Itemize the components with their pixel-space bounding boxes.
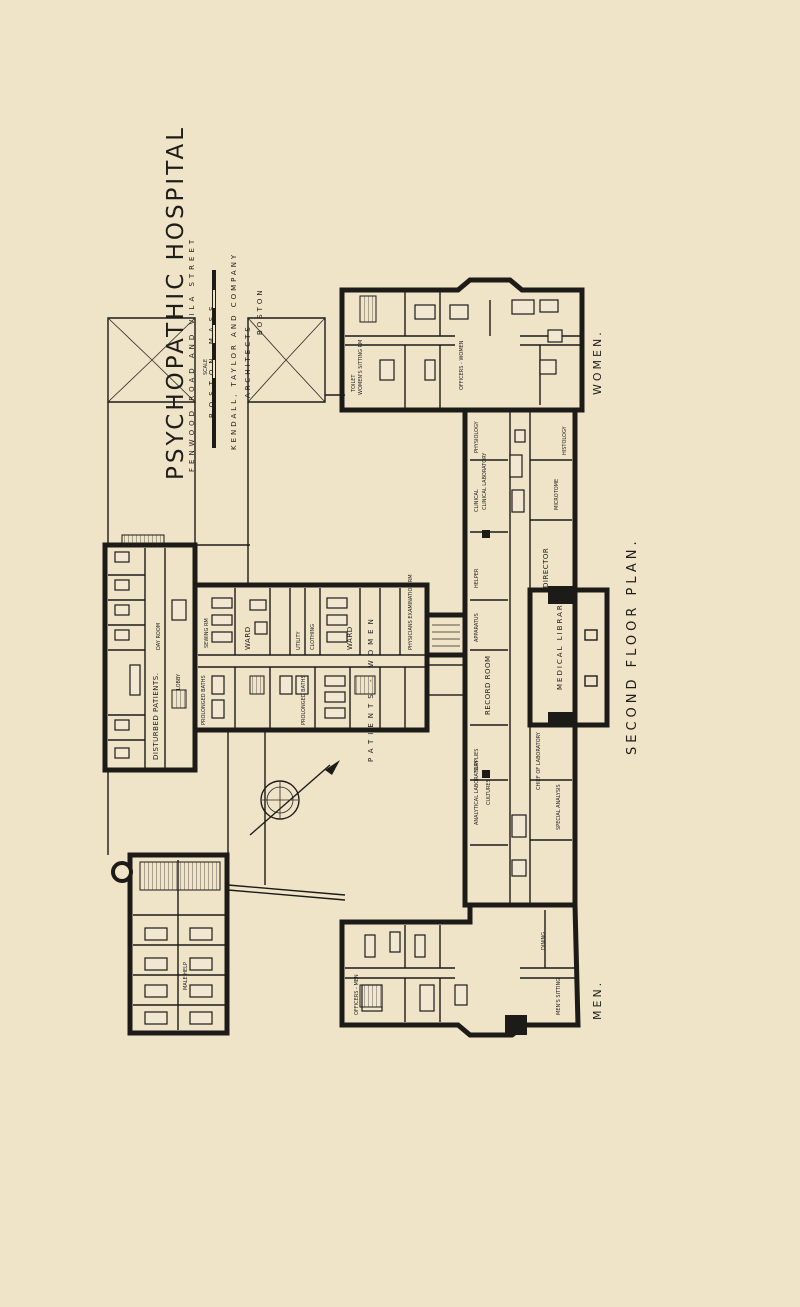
womens-wing: WOMEN'S SITTING RM TOILET OFFICERS - WOM… [339,277,585,413]
room-supplies: SUPPLIES [474,749,480,772]
architects-name: KENDALL, TAYLOR AND COMPANY [230,252,238,450]
room-day-room: DAY ROOM [156,623,162,650]
room-clothing: CLOTHING [310,624,316,650]
room-sewing: SEWING RM [204,618,210,648]
room-toilet: TOILET [351,374,357,393]
scale-bar [212,270,216,448]
room-prolonged-baths-2: PROLONGED BATHS [301,675,307,725]
disturbed-patients-block: DAY ROOM LOBBY DISTURBED PATIENTS. [102,534,198,773]
room-physiology: PHYSIOLOGY [474,420,480,453]
room-ward-2: WARD [346,626,354,650]
room-dining: DINING [541,932,547,950]
room-analytical-lab: ANALYTICAL LABORATORY [474,759,480,825]
room-microtome: MICROTOME [554,479,560,510]
plan-location: FENWOOD ROAD AND VILA STREET [188,236,196,472]
medical-library-bay: MEDICAL LIBRARY. [527,586,610,728]
room-mens-sitting: MEN'S SITTING [556,978,562,1015]
room-prolonged-baths-1: PROLONGED BATHS [201,675,207,725]
title-block: PSYCHOPATHIC HOSPITAL FENWOOD ROAD AND V… [163,125,264,480]
room-record-room: RECORD ROOM [484,655,492,715]
wing-label-women: WOMEN. [591,329,604,395]
room-officers-women: OFFICERS - WOMEN [459,340,465,390]
room-special-analysis: SPECIAL ANALYSIS [556,784,562,830]
stair-connector [424,612,468,696]
wing-label-patients-women: PATIENTS - WOMEN [367,614,375,762]
room-helper: HELPER [474,568,480,588]
male-help-block: MALE HELP [111,852,230,1036]
room-director: DIRECTOR [542,548,550,588]
room-womens-sitting: WOMEN'S SITTING RM [358,340,364,395]
room-histology: HISTOLOGY [562,425,568,455]
wing-label-disturbed: DISTURBED PATIENTS. [152,673,160,760]
ward-block: WARD WARD UTILITY CLOTHING PHYSICIANS EX… [192,574,430,762]
room-officers-men: OFFICERS - MEN [354,974,360,1015]
room-medical-library: MEDICAL LIBRARY. [556,595,564,690]
room-male-help: MALE HELP [183,962,189,990]
wing-label-men: MEN. [591,980,604,1020]
room-clinical: CLINICAL [474,489,480,512]
mens-wing: OFFICERS - MEN MEN'S SITTING DINING [339,902,581,1038]
room-ward-1: WARD [244,626,252,650]
compass-rose [249,760,340,836]
room-lobby: LOBBY [176,673,182,690]
room-clinical-lab: CLINICAL LABORATORY [482,452,488,510]
roof-outline [107,317,346,901]
room-utility: UTILITY [296,630,302,650]
room-physicians: PHYSICIANS EXAMINATION RM [408,574,414,650]
room-cultures: CULTURES [486,779,492,805]
plan-title: SECOND FLOOR PLAN. [625,537,640,755]
room-apparatus: APPARATUS [474,613,480,642]
room-chief-of-lab: CHIEF OF LABORATORY [536,731,542,790]
scale-label: SCALE [203,359,209,375]
plan-main-title: PSYCHOPATHIC HOSPITAL [163,125,189,480]
architects-city: BOSTON [256,287,264,335]
